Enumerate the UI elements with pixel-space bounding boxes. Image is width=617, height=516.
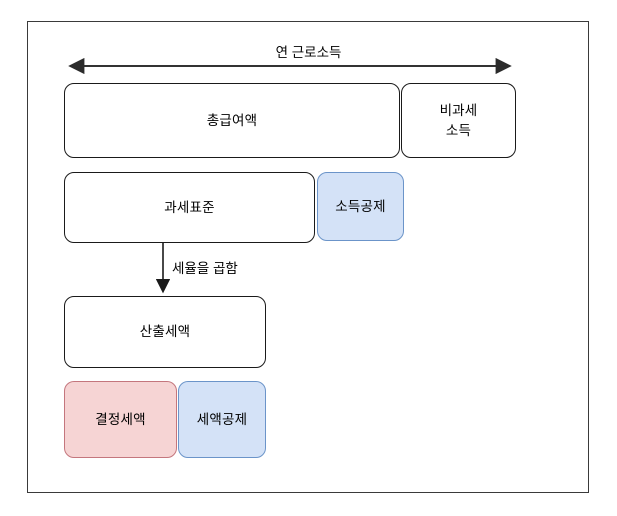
span-arrow-label: 연 근로소득 bbox=[0, 41, 617, 61]
node-box[interactable]: 비과세 소득 bbox=[401, 83, 516, 158]
node-box[interactable]: 결정세액 bbox=[64, 381, 177, 458]
double-headed-arrow-icon bbox=[68, 57, 512, 75]
node-box[interactable]: 산출세액 bbox=[64, 296, 266, 368]
node-box[interactable]: 과세표준 bbox=[64, 172, 315, 243]
span-arrow-label-text: 연 근로소득 bbox=[275, 45, 342, 60]
node-box[interactable]: 세액공제 bbox=[178, 381, 266, 458]
node-box[interactable]: 총급여액 bbox=[64, 83, 400, 158]
node-box[interactable]: 소득공제 bbox=[317, 172, 404, 241]
flow-arrow-label: 세율을 곱함 bbox=[172, 261, 238, 276]
down-arrow-icon bbox=[155, 239, 171, 294]
